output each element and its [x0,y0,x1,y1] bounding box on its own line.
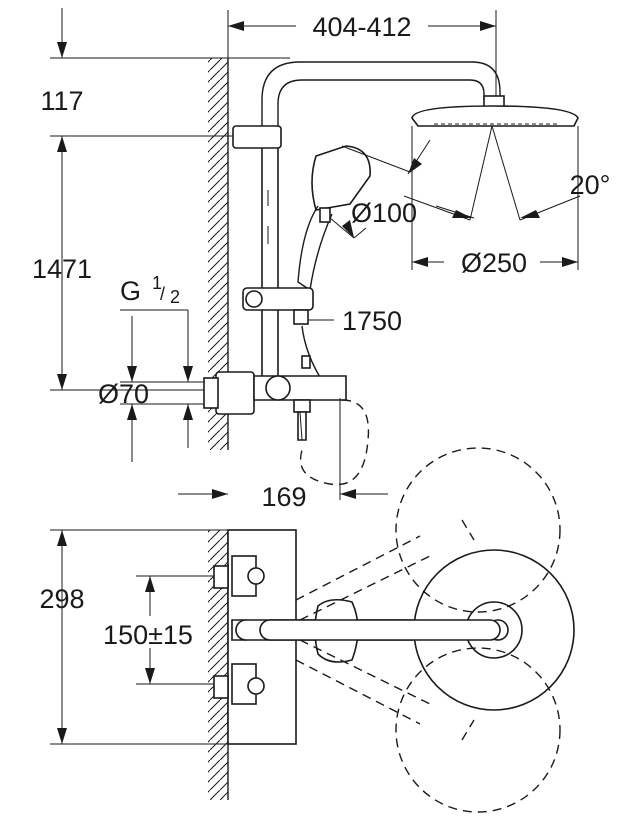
depth-dimension [178,398,388,500]
head-shower [403,95,581,270]
tilt-angle-label: 20° [570,170,611,200]
hose-length-label: 1750 [342,306,402,336]
width-label: 404-412 [312,12,411,42]
headshower-diameter-label: Ø250 [461,248,527,278]
elevation-view: 404-412 117 1471 G 1 / 2 [32,8,610,512]
svg-text:1: 1 [152,273,162,293]
plan-view: 298 150±15 [39,447,575,813]
connection-diameter-label: Ø70 [98,379,149,409]
top-height-label: 117 [40,86,83,116]
svg-text:2: 2 [170,287,180,307]
thread-leader [120,309,193,448]
height-dimension [50,8,290,391]
plan-depth-dimension [50,529,296,745]
centre-distance-label: 150±15 [103,620,193,650]
hand-shower-holder [242,287,334,393]
plan-depth-label: 298 [39,584,84,614]
hand-shower [297,139,475,292]
shower-riser [232,61,501,383]
svg-text:/: / [160,284,165,304]
connection-dimension [120,316,216,462]
centre-distance-dimension [136,575,236,685]
thread-label: G 1 / 2 [120,273,180,307]
svg-text:G: G [120,276,141,306]
hose-outline [299,399,370,486]
handshower-diameter-label: Ø100 [351,198,417,228]
width-dimension [227,10,497,98]
mid-height-label: 1471 [32,254,92,284]
depth-label: 169 [261,482,306,512]
swivel-positions [295,447,561,813]
